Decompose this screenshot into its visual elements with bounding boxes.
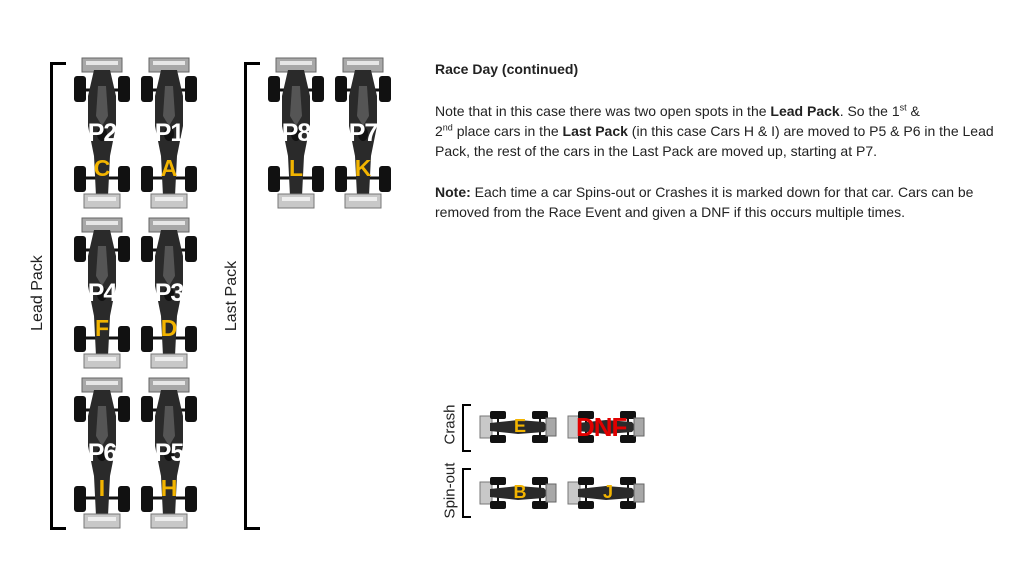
spin-out-label: Spin-out — [441, 462, 459, 519]
note-paragraph: Note: Each time a car Spins-out or Crash… — [435, 182, 990, 222]
grid-car-p8: P8 L — [266, 56, 326, 212]
lead-pack-label: Lead Pack — [29, 255, 46, 331]
grid-position: P2 — [87, 119, 118, 147]
grid-position: P3 — [154, 279, 185, 307]
explanation-paragraph: Note that in this case there was two ope… — [435, 101, 995, 161]
grid-position: P5 — [154, 439, 185, 467]
grid-car-p2: P2 C — [72, 56, 132, 212]
car-letter: L — [288, 155, 304, 181]
spin-out-bracket — [462, 468, 471, 518]
last-pack-bold: Last Pack — [562, 123, 628, 139]
lead-pack-bracket — [50, 62, 66, 530]
superscript: nd — [442, 122, 453, 133]
grid-position: P4 — [87, 279, 118, 307]
grid-car-p4: P4 F — [72, 216, 132, 372]
car-letter: J — [602, 482, 613, 502]
car-letter: E — [513, 416, 526, 436]
grid-position: P6 — [87, 439, 118, 467]
grid-position: P1 — [154, 119, 185, 147]
spin-car-b: B — [478, 476, 558, 510]
grid-car-p3: P3 D — [139, 216, 199, 372]
text-run: 2 — [435, 123, 443, 139]
note-label: Note: — [435, 184, 471, 200]
text-run: place cars in the — [452, 123, 563, 139]
car-letter: B — [513, 482, 527, 502]
crash-car-e: E — [478, 410, 558, 444]
superscript: st — [899, 102, 907, 113]
last-pack-label: Last Pack — [223, 260, 240, 332]
text-run: Note that in this case there was two ope… — [435, 103, 771, 119]
dnf-label: DNF — [576, 412, 627, 442]
car-letter: C — [93, 155, 111, 181]
text-run: Each time a car Spins-out or Crashes it … — [435, 184, 974, 220]
car-letter: D — [160, 315, 178, 341]
crash-label: Crash — [441, 404, 459, 445]
text-run: (in this case Cars H & I) are moved to P… — [435, 123, 994, 159]
car-letter: K — [354, 155, 372, 181]
lead-pack-bold: Lead Pack — [770, 103, 840, 119]
car-letter: F — [94, 315, 110, 341]
text-run: . So the 1 — [839, 103, 900, 119]
crash-bracket — [462, 404, 471, 452]
grid-car-p1: P1 A — [139, 56, 199, 212]
grid-car-p5: P5 H — [139, 376, 199, 532]
spin-car-j: J — [566, 476, 646, 510]
last-pack-bracket — [244, 62, 260, 530]
slide-title: Race Day (continued) — [435, 61, 579, 77]
car-letter: I — [98, 475, 106, 501]
text-run: & — [906, 103, 920, 119]
grid-car-p6: P6 I — [72, 376, 132, 532]
car-letter: H — [160, 475, 178, 501]
car-letter: A — [160, 155, 178, 181]
grid-position: P7 — [348, 119, 379, 147]
grid-car-p7: P7 K — [333, 56, 393, 212]
grid-position: P8 — [281, 119, 312, 147]
